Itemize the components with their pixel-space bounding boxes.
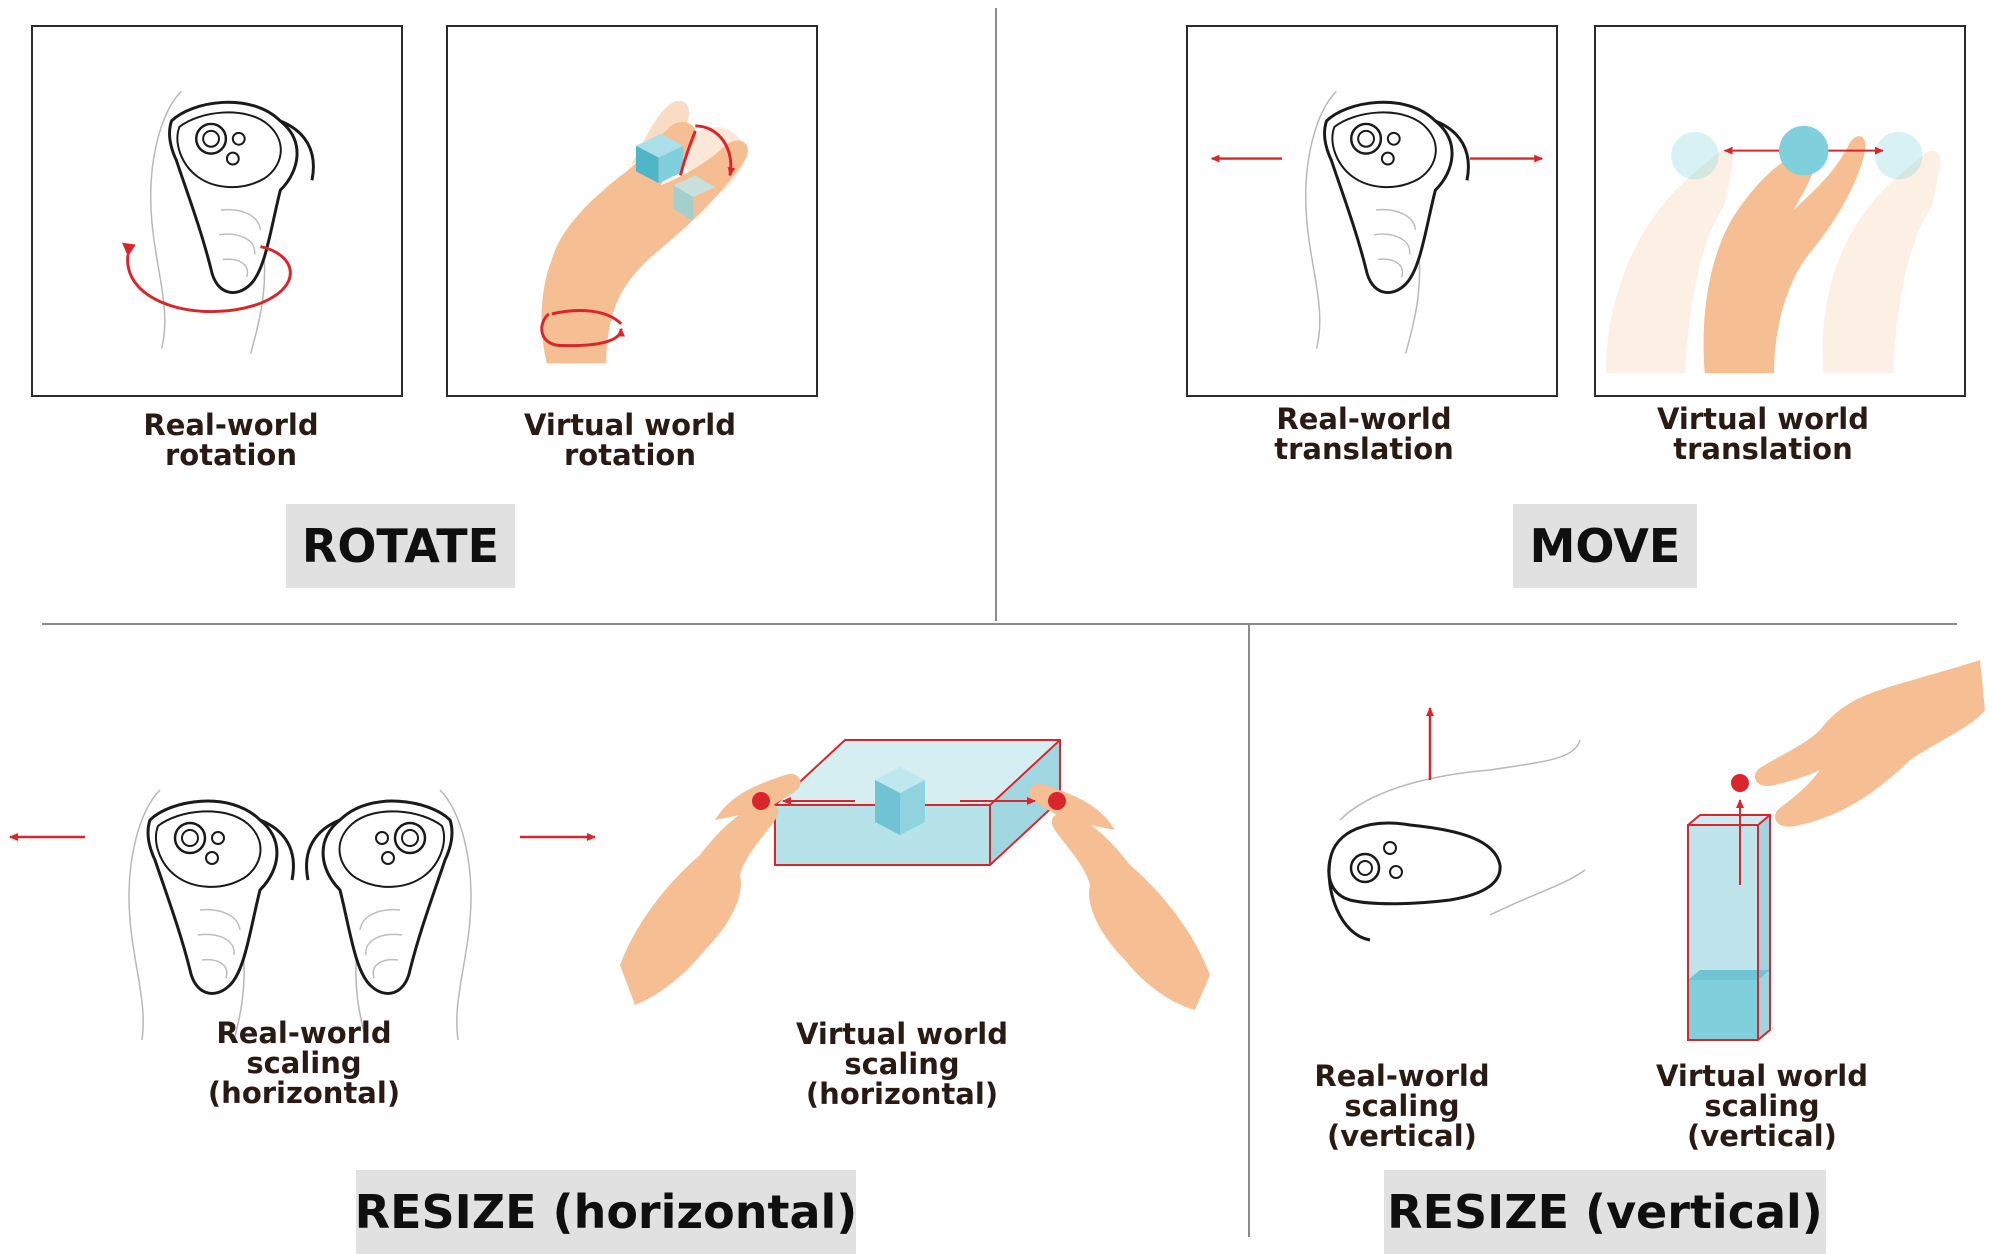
controller-icon	[122, 89, 315, 355]
rotate-real-panel	[31, 25, 403, 397]
resize-h-real-art	[0, 770, 620, 1040]
controller-icon	[9, 788, 596, 1040]
hand-icon	[1605, 125, 1941, 374]
hand-icon	[620, 739, 1210, 1010]
arrow-icon	[122, 242, 136, 257]
sphere-icon	[1874, 131, 1923, 180]
sphere-icon	[1779, 125, 1829, 176]
divider-horizontal	[42, 623, 1957, 625]
sphere-icon	[1671, 131, 1719, 180]
move-real-panel	[1186, 25, 1558, 397]
resize-v-real-art	[1310, 700, 1610, 970]
controller-icon	[1327, 707, 1586, 942]
divider-vertical-bottom	[1248, 625, 1250, 1237]
move-title: MOVE	[1513, 504, 1697, 588]
resize-v-virtual-art	[1680, 650, 1990, 1050]
resize-vertical-title: RESIZE (vertical)	[1384, 1170, 1826, 1254]
divider-vertical-top	[995, 8, 997, 621]
hand-icon	[1687, 660, 1985, 1041]
rotate-virtual-panel	[446, 25, 818, 397]
rotate-title: ROTATE	[286, 504, 515, 588]
resize-h-virtual-art	[615, 735, 1215, 1025]
cube-icon	[1687, 814, 1771, 1041]
hand-icon	[540, 100, 748, 364]
resize-horizontal-title: RESIZE (horizontal)	[355, 1170, 857, 1254]
cube-icon	[635, 133, 716, 221]
controller-icon	[1210, 89, 1544, 355]
move-virtual-panel	[1594, 25, 1966, 397]
cube-icon	[774, 739, 1061, 866]
